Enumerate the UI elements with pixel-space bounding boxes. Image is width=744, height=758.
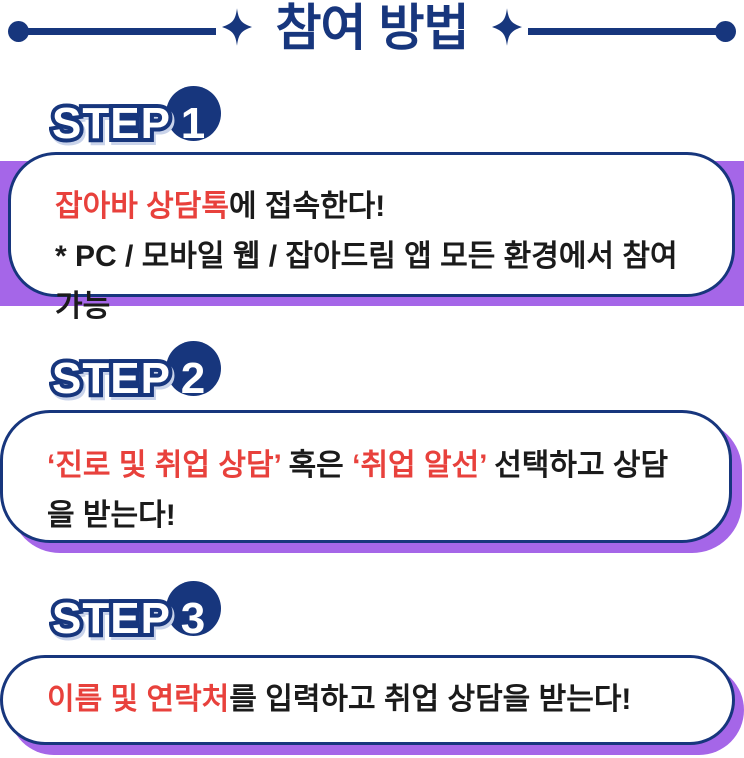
- step-3-word-fill: STEP: [52, 594, 171, 643]
- step-1-heading: STEP STEP 1: [48, 86, 252, 156]
- step-3-heading: STEP STEP 3: [48, 581, 252, 651]
- step-3-body-text: 를 입력하고 취업 상담을 받는다!: [229, 683, 632, 716]
- step-3-number: 3: [180, 594, 206, 643]
- divider-line-right: [528, 27, 719, 35]
- step-2-bubble: ‘진로 및 취업 상담’ 혹은 ‘취업 알선’ 선택하고 상담을 받는다!: [0, 410, 732, 543]
- step-1-word-fill: STEP: [52, 99, 171, 148]
- sparkle-icon-left: [221, 8, 252, 46]
- step-3-highlight-text: 이름 및 연락처: [47, 683, 230, 716]
- step-3-bubble: 이름 및 연락처를 입력하고 취업 상담을 받는다!: [0, 655, 735, 745]
- line-end-dot-left: [8, 20, 29, 42]
- step-2-body-text-2: 선택하고 상담을 받는다!: [47, 449, 669, 532]
- step-2-number: 2: [180, 354, 206, 403]
- step-1-body-text: 에 접속한다!: [228, 190, 386, 223]
- step-1-bubble-line-2: * PC / 모바일 웹 / 잡아드림 앱 모든 환경에서 참여 가능: [55, 232, 698, 332]
- step-2-highlight-text-2: ‘취업 알선’: [352, 449, 487, 482]
- step-1-highlight-text: 잡아바 상담톡: [55, 190, 229, 223]
- sparkle-icon-right: [492, 8, 523, 46]
- step-3-number-circle: [166, 581, 221, 636]
- step-2-word-outline: STEP: [48, 351, 174, 407]
- step-2-number-circle: [166, 341, 221, 396]
- page-title: 참여 방법: [275, 0, 470, 56]
- step-2-heading: STEP STEP 2: [48, 341, 252, 411]
- step-1-number-circle: [166, 86, 221, 141]
- step-1-number: 1: [180, 99, 206, 148]
- step-1-bubble-line-1: 잡아바 상담톡에 접속한다!: [55, 182, 698, 232]
- header: 참여 방법: [0, 0, 744, 62]
- step-2-word-fill: STEP: [52, 354, 171, 403]
- step-1-word: STEP STEP: [48, 96, 174, 152]
- step-2-bubble-text: ‘진로 및 취업 상담’ 혹은 ‘취업 알선’ 선택하고 상담을 받는다!: [47, 441, 689, 541]
- step-1-note-text: * PC / 모바일 웹 / 잡아드림 앱 모든 환경에서 참여 가능: [55, 240, 678, 323]
- step-2-body-text-1: 혹은: [281, 449, 353, 482]
- step-1-bubble: 잡아바 상담톡에 접속한다! * PC / 모바일 웹 / 잡아드림 앱 모든 …: [8, 152, 735, 323]
- step-3-word: STEP STEP: [48, 591, 174, 647]
- step-3-bubble-text: 이름 및 연락처를 입력하고 취업 상담을 받는다!: [47, 675, 631, 725]
- divider-line-left: [25, 27, 216, 35]
- step-3-word-outline: STEP: [48, 591, 174, 647]
- step-2-highlight-text-1: ‘진로 및 취업 상담’: [47, 449, 282, 482]
- step-2-word: STEP STEP: [48, 351, 174, 407]
- line-end-dot-right: [715, 20, 736, 42]
- step-1-word-outline: STEP: [48, 96, 174, 152]
